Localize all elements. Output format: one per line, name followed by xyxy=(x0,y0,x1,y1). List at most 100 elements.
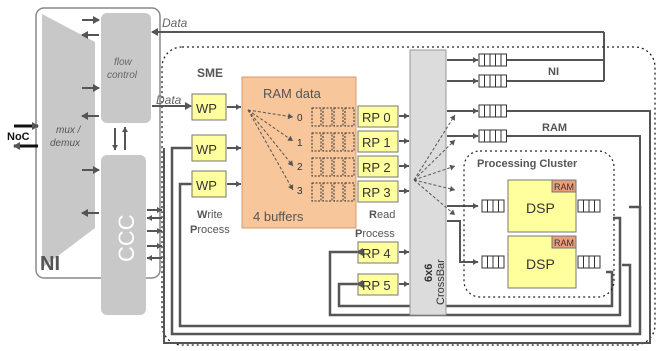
buffer-id-1: 1 xyxy=(297,138,303,149)
crossbar-block xyxy=(409,49,447,316)
wp-label-2: WP xyxy=(196,142,217,157)
buffer-cell xyxy=(311,132,322,152)
ni-big-label: NI xyxy=(40,253,60,275)
ram-right-label: RAM xyxy=(542,122,567,134)
write-process-label: Process xyxy=(190,224,230,236)
flow-label-2: control xyxy=(107,70,138,81)
queue-cell xyxy=(583,255,590,269)
buffer-cell xyxy=(311,157,322,177)
rp-box-2 xyxy=(357,155,399,178)
mux-demux-block xyxy=(42,14,95,268)
buffer-cell xyxy=(333,157,344,177)
buffer-id-0: 0 xyxy=(297,113,303,124)
queue-cell xyxy=(588,255,595,269)
buffer-cell xyxy=(322,157,333,177)
queue-cell xyxy=(577,255,584,269)
queue-cell xyxy=(489,104,496,118)
mux-label-1: mux / xyxy=(56,125,82,136)
ram-data-label: RAM data xyxy=(263,86,322,101)
ram-tag-2 xyxy=(551,235,577,249)
queue-cell xyxy=(594,255,601,269)
buffer-cell xyxy=(344,157,355,177)
queue-cell xyxy=(500,74,507,88)
buffer-cell xyxy=(322,132,333,152)
queue-cell xyxy=(588,199,595,213)
queue-cell xyxy=(498,255,505,269)
processing-cluster-label: Processing Cluster xyxy=(477,158,578,170)
crossbar-label-1: 6x6 xyxy=(423,264,435,282)
ni-right-label: NI xyxy=(548,66,559,78)
ram-tag-label-1: RAM xyxy=(554,182,574,192)
buffer-cell xyxy=(333,132,344,152)
sme-label: SME xyxy=(197,66,223,80)
rp-box-0 xyxy=(357,105,399,128)
queue-cell xyxy=(495,74,502,88)
ccc-block xyxy=(101,155,146,315)
queue-cell xyxy=(489,53,496,67)
buffer-id-3: 3 xyxy=(297,186,303,197)
buffer-id-2: 2 xyxy=(297,162,303,173)
rp-label-4: RP 4 xyxy=(362,246,391,261)
ram-tag-label-2: RAM xyxy=(554,238,574,248)
queue-cell xyxy=(484,74,491,88)
queue-cell xyxy=(583,199,590,213)
buffer-cell xyxy=(344,182,355,202)
queue-cell xyxy=(500,129,507,143)
queue-cell xyxy=(484,129,491,143)
buffer-cell xyxy=(333,182,344,202)
queue-cell xyxy=(489,74,496,88)
sme-region xyxy=(161,46,656,346)
queue-cell xyxy=(484,53,491,67)
rp-label-1: RP 1 xyxy=(362,135,391,150)
queue-cell xyxy=(478,129,485,143)
ram-tag-1 xyxy=(551,179,577,193)
rp-label-0: RP 0 xyxy=(362,110,391,125)
ram-data-block xyxy=(241,76,357,229)
buffer-cell xyxy=(344,107,355,127)
flow-label-1: flow xyxy=(114,57,133,68)
processing-cluster-region xyxy=(463,150,615,298)
queue-cell xyxy=(495,53,502,67)
queue-cell xyxy=(492,255,499,269)
write-label: Write xyxy=(197,209,223,221)
rp-label-2: RP 2 xyxy=(362,160,391,175)
dsp-box-2 xyxy=(507,235,577,289)
queue-cell xyxy=(487,199,494,213)
ni-box xyxy=(35,7,161,279)
buffer-cell xyxy=(311,182,322,202)
wp-label-1: WP xyxy=(196,101,217,116)
buffer-cell xyxy=(344,132,355,152)
queue-cell xyxy=(500,53,507,67)
queue-cell xyxy=(594,199,601,213)
queue-cell xyxy=(495,104,502,118)
queue-cell xyxy=(492,199,499,213)
queue-cell xyxy=(500,104,507,118)
queue-cell xyxy=(478,104,485,118)
noc-label: NoC xyxy=(7,131,30,143)
queue-cell xyxy=(478,74,485,88)
buffer-cell xyxy=(322,182,333,202)
mux-label-2: demux xyxy=(50,138,81,149)
queue-cell xyxy=(481,255,488,269)
dsp-label-2: DSP xyxy=(526,256,555,272)
rp-label-3: RP 3 xyxy=(362,185,391,200)
queue-cell xyxy=(484,104,491,118)
data-mid-label: Data xyxy=(156,93,182,107)
queue-cell xyxy=(498,199,505,213)
rp-label-5: RP 5 xyxy=(362,278,391,293)
wp-box-1 xyxy=(191,93,227,121)
dsp-label-1: DSP xyxy=(526,200,555,216)
queue-cell xyxy=(478,53,485,67)
ccc-label: CCC xyxy=(114,214,139,262)
queue-cell xyxy=(489,129,496,143)
read-label: Read xyxy=(369,209,395,221)
buffer-cell xyxy=(333,107,344,127)
queue-cell xyxy=(487,255,494,269)
buffer-cell xyxy=(322,107,333,127)
buffer-cell xyxy=(311,107,322,127)
queue-cell xyxy=(495,129,502,143)
wp-label-3: WP xyxy=(196,178,217,193)
wp-box-2 xyxy=(191,134,227,162)
